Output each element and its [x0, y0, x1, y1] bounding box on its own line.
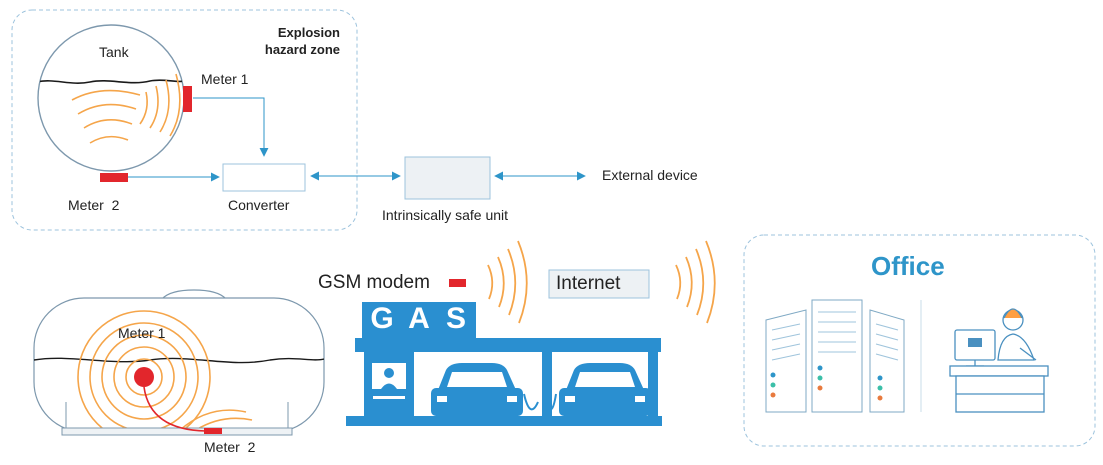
cylinder-tank — [33, 289, 325, 436]
internet-wifi-signal — [675, 240, 716, 324]
hazard-zone-title-line1: Explosion — [277, 25, 340, 40]
office-worker-icon — [949, 308, 1049, 413]
gas-sign-letter-s: S — [445, 302, 466, 335]
station-base — [346, 416, 662, 426]
tank-label: Tank — [99, 44, 129, 60]
safe-unit-box — [404, 156, 491, 200]
fuel-hose — [523, 393, 557, 411]
gsm-modem-label: GSM modem — [318, 272, 430, 293]
cylinder-meter-1-label: Meter 1 — [118, 325, 166, 341]
office-frame — [743, 234, 1096, 447]
tank-meter-1 — [183, 86, 192, 112]
cashier-icon — [384, 368, 394, 378]
tank-signal-waves — [71, 73, 181, 144]
gas-sign-letter-g: G — [370, 302, 394, 335]
cylinder-meter-1-dot — [134, 367, 154, 387]
internet-label: Internet — [556, 273, 621, 294]
cylinder-meter-2 — [204, 428, 222, 434]
car-icon — [431, 363, 523, 416]
meter1-to-converter-line — [193, 97, 269, 157]
tank-meter-1-label: Meter 1 — [201, 71, 249, 87]
converter-box — [222, 163, 306, 192]
safe-unit-label: Intrinsically safe unit — [382, 207, 509, 223]
tank-liquid-level — [38, 79, 184, 84]
gas-sign-letter-s-box — [436, 302, 476, 340]
station-canopy — [355, 338, 661, 352]
modem-wifi-signal — [487, 240, 528, 324]
car-icon — [559, 363, 651, 416]
gas-sign-letter-a-box — [399, 302, 439, 340]
internet-box — [548, 269, 650, 299]
gas-station — [346, 302, 662, 426]
converter-label: Converter — [228, 197, 290, 213]
server-rack-icon — [765, 299, 905, 413]
gas-sign-letter-a: A — [408, 302, 430, 335]
tank-meter-2-label: Meter 2 — [68, 197, 120, 213]
tank-meter-2 — [100, 173, 128, 182]
gas-sign-letter-g-box — [362, 302, 402, 340]
meter-cable — [143, 386, 207, 432]
hazard-zone-title-line2: hazard zone — [264, 42, 340, 57]
office-title: Office — [871, 251, 945, 281]
gsm-modem-indicator — [449, 279, 466, 287]
tank-circle — [37, 24, 185, 172]
external-device-label: External device — [602, 167, 698, 183]
cylinder-meter-2-label: Meter 2 — [204, 439, 256, 455]
hazard-zone-title: Explosion hazard zone — [240, 24, 340, 58]
hazard-zone-frame — [11, 9, 358, 231]
